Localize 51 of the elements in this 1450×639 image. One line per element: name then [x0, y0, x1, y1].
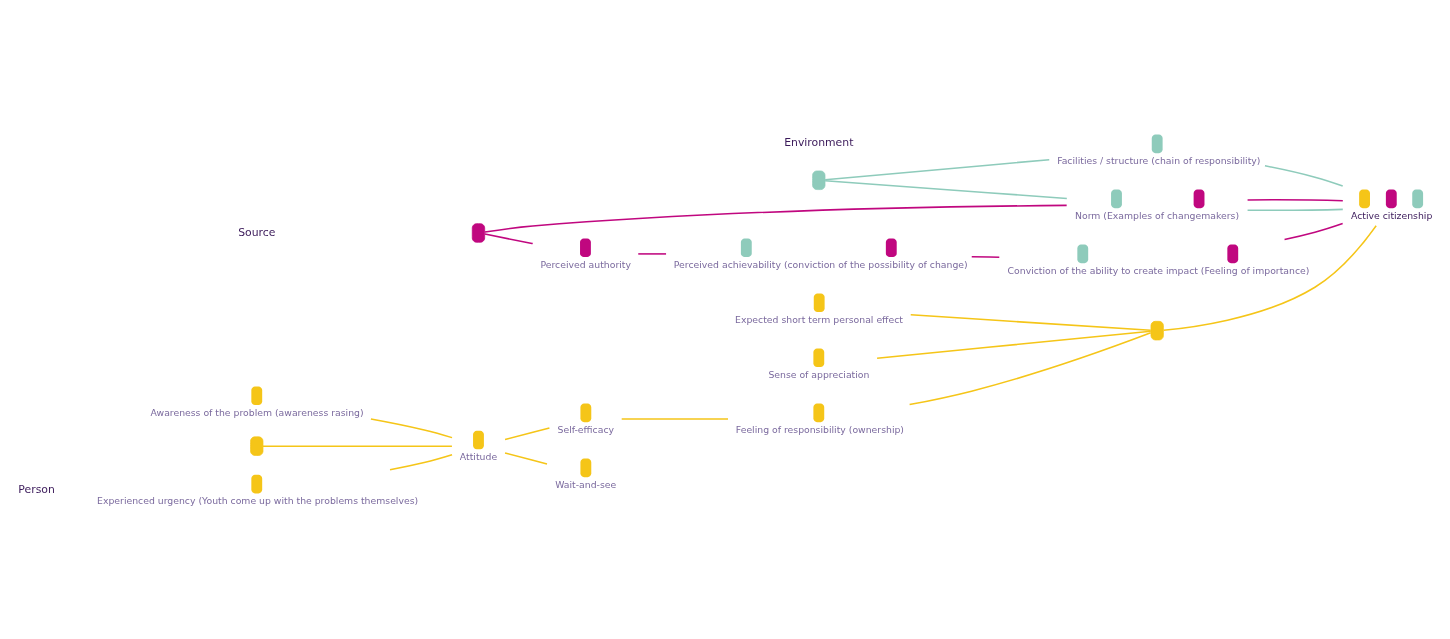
connector: [389, 453, 453, 471]
node-label: Expected short term personal effect: [735, 313, 903, 325]
connector: [504, 451, 548, 465]
node-box: [580, 237, 591, 257]
connector: [484, 232, 534, 244]
connector: [1283, 222, 1344, 240]
connector: [1162, 224, 1377, 331]
node-wedge: [1150, 320, 1164, 340]
node-label: Experienced urgency (Youth come up with the problems themselves): [97, 494, 419, 506]
node-label: Perceived authority: [540, 258, 631, 270]
connector: [1246, 198, 1344, 202]
connector: [970, 255, 1001, 258]
connector: [909, 313, 1152, 331]
connector: [908, 331, 1152, 405]
connector: [1264, 164, 1344, 187]
node-label: Conviction of the ability to create impact (Feeling of importance): [1007, 264, 1310, 276]
connector: [484, 204, 1068, 233]
node-label: Wait-and-see: [555, 478, 617, 490]
connector: [824, 179, 1068, 199]
label: Person: [18, 482, 55, 496]
node-label: Sense of appreciation: [768, 368, 870, 380]
node-box: [580, 403, 592, 422]
connector: [824, 158, 1051, 181]
node-label: Perceived achievability (conviction of the possibility of change): [673, 258, 968, 270]
connector: [504, 426, 551, 440]
connector: [620, 417, 729, 420]
node-label: Norm (Examples of changemakers): [1075, 209, 1240, 221]
node-wedge: [471, 222, 486, 243]
node-wedge: [812, 170, 826, 190]
node-label: Feeling of responsibility (ownership): [735, 423, 905, 435]
node-box: [580, 458, 592, 477]
label: Source: [238, 225, 276, 239]
node-label: Self-efficacy: [557, 423, 614, 435]
node-box: [813, 348, 825, 367]
node-box: [251, 386, 263, 405]
node-label: Facilities / structure (chain of responsibility): [1057, 154, 1261, 166]
connector: [1246, 208, 1344, 211]
node-box: [251, 474, 263, 493]
connector: [876, 329, 1152, 359]
node-label: Active citizenship: [1350, 209, 1433, 221]
connector: [370, 417, 453, 438]
node-box: [473, 430, 484, 449]
node-box: [1151, 134, 1163, 153]
node-wedge: [250, 436, 264, 456]
node-box: [813, 403, 825, 422]
connector: [637, 252, 667, 255]
node-label: Attitude: [459, 450, 498, 462]
connector: [262, 444, 453, 447]
label: Environment: [784, 135, 854, 149]
node-label: Awareness of the problem (awareness rasing): [150, 406, 364, 418]
node-box: [813, 292, 825, 312]
